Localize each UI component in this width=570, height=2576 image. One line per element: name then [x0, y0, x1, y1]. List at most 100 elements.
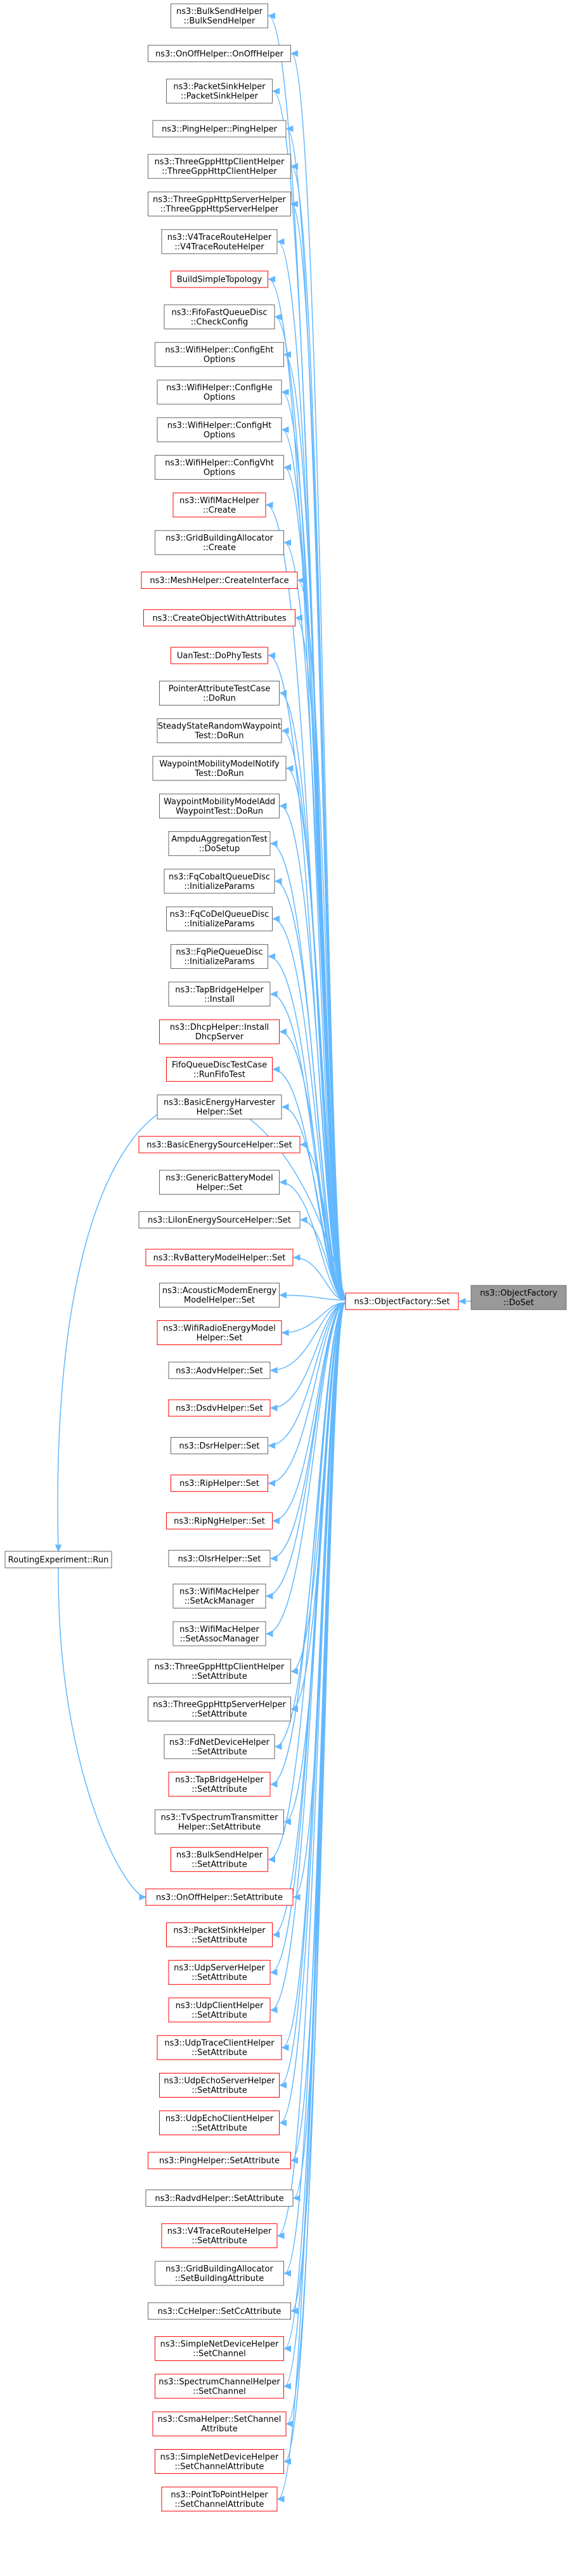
caller-node-20-label: WaypointMobilityModelNotify	[159, 759, 280, 769]
caller-node-8[interactable]: ns3::FifoFastQueueDisc::CheckConfig	[164, 304, 275, 329]
caller-node-40[interactable]: ns3::RipNgHelper::Set	[166, 1512, 273, 1530]
caller-node-65[interactable]: ns3::SimpleNetDeviceHelper::SetChannelAt…	[155, 2449, 284, 2474]
caller-node-62[interactable]: ns3::SimpleNetDeviceHelper::SetChannel	[155, 2336, 284, 2362]
caller-node-4-box	[148, 154, 291, 179]
caller-node-17[interactable]: UanTest::DoPhyTests	[171, 647, 268, 664]
edge-hub-to-caller-37-arrowhead	[269, 1404, 278, 1412]
caller-node-0[interactable]: ns3::BulkSendHelper::BulkSendHelper	[171, 3, 268, 29]
hub-node[interactable]: ns3::ObjectFactory::Set	[345, 1292, 459, 1310]
caller-node-38-label: ns3::DsrHelper::Set	[179, 1442, 259, 1451]
caller-node-41[interactable]: ns3::OlsrHelper::Set	[168, 1549, 271, 1567]
caller-node-43[interactable]: ns3::WifiMacHelper::SetAssocManager	[172, 1621, 266, 1646]
caller-node-50[interactable]: ns3::OnOffHelper::SetAttribute	[145, 1888, 294, 1906]
edge-hub-to-caller-46-arrowhead	[274, 1743, 282, 1751]
caller-node-3[interactable]: ns3::PingHelper::PingHelper	[152, 120, 287, 138]
caller-node-15[interactable]: ns3::MeshHelper::CreateInterface	[141, 572, 298, 589]
caller-node-57[interactable]: ns3::PingHelper::SetAttribute	[148, 2152, 291, 2169]
caller-node-48[interactable]: ns3::TvSpectrumTransmitterHelper::SetAtt…	[155, 1809, 284, 1834]
caller-node-33[interactable]: ns3::RvBatteryModelHelper::Set	[145, 1249, 294, 1266]
caller-node-47[interactable]: ns3::TapBridgeHelper::SetAttribute	[168, 1771, 271, 1797]
caller-node-56[interactable]: ns3::UdpEchoClientHelper::SetAttribute	[159, 2110, 280, 2136]
caller-node-23-label: ::InitializeParams	[184, 882, 254, 891]
caller-node-4[interactable]: ns3::ThreeGppHttpClientHelper::ThreeGppH…	[148, 154, 291, 179]
edge-hub-to-caller-26	[270, 994, 346, 1301]
caller-node-18[interactable]: PointerAttributeTestCase::DoRun	[159, 680, 280, 706]
caller-node-1[interactable]: ns3::OnOffHelper::OnOffHelper	[148, 44, 291, 62]
caller-node-41-box	[168, 1549, 271, 1567]
edge-hub-to-caller-64	[286, 1302, 346, 2424]
edge-hub-to-caller-7-arrowhead	[268, 275, 275, 283]
caller-node-45[interactable]: ns3::ThreeGppHttpServerHelper::SetAttrib…	[148, 1697, 291, 1721]
caller-node-59[interactable]: ns3::V4TraceRouteHelper::SetAttribute	[161, 2223, 278, 2249]
caller-node-51[interactable]: ns3::PacketSinkHelper::SetAttribute	[166, 1922, 273, 1947]
edge-hub-to-caller-30-arrowhead	[299, 1141, 308, 1148]
caller-node-66-label: ::SetChannelAttribute	[175, 2500, 264, 2509]
caller-node-6[interactable]: ns3::V4TraceRouteHelper::V4TraceRouteHel…	[161, 229, 278, 254]
caller-node-37[interactable]: ns3::DsdvHelper::Set	[168, 1399, 271, 1417]
caller-node-51-label: ns3::PacketSinkHelper	[173, 1926, 266, 1935]
caller-node-55[interactable]: ns3::UdpEchoServerHelper::SetAttribute	[159, 2073, 280, 2098]
caller-node-25[interactable]: ns3::FqPieQueueDisc::InitializeParams	[171, 944, 268, 969]
caller-node-49[interactable]: ns3::BulkSendHelper::SetAttribute	[171, 1847, 268, 1872]
caller-node-58[interactable]: ns3::RadvdHelper::SetAttribute	[145, 2189, 294, 2207]
caller-node-61-box	[148, 2302, 291, 2320]
caller-node-14[interactable]: ns3::GridBuildingAllocator::Create	[155, 530, 284, 555]
caller-node-24[interactable]: ns3::FqCoDelQueueDisc::InitializeParams	[166, 906, 273, 931]
caller-node-8-box	[164, 304, 275, 329]
caller-node-52[interactable]: ns3::UdpServerHelper::SetAttribute	[168, 1960, 271, 1985]
target-node[interactable]: ns3::ObjectFactory::DoSet	[470, 1285, 567, 1310]
edge-hub-to-caller-15-arrowhead	[297, 577, 305, 584]
caller-node-28[interactable]: FifoQueueDiscTestCase::RunFifoTest	[166, 1056, 273, 1082]
caller-node-13[interactable]: ns3::WifiMacHelper::Create	[172, 492, 266, 518]
caller-node-54[interactable]: ns3::UdpTraceClientHelper::SetAttribute	[157, 2035, 282, 2060]
caller-node-61[interactable]: ns3::CcHelper::SetCcAttribute	[148, 2302, 291, 2320]
caller-node-0-label: ns3::BulkSendHelper	[176, 7, 263, 16]
target-node-label: ns3::ObjectFactory	[480, 1289, 557, 1298]
caller-node-44[interactable]: ns3::ThreeGppHttpClientHelper::SetAttrib…	[148, 1659, 291, 1684]
edge-hub-to-caller-31-arrowhead	[279, 1179, 287, 1186]
edge-hub-to-caller-2-arrowhead	[272, 88, 280, 95]
caller-node-32[interactable]: ns3::LiIonEnergySourceHelper::Set	[138, 1211, 301, 1229]
edge-hub-to-caller-3-arrowhead	[285, 125, 294, 133]
caller-node-36[interactable]: ns3::AodvHelper::Set	[168, 1362, 271, 1379]
caller-node-39[interactable]: ns3::RipHelper::Set	[171, 1475, 268, 1492]
caller-node-46[interactable]: ns3::FdNetDeviceHelper::SetAttribute	[164, 1734, 275, 1759]
edge-hub-to-caller-52-arrowhead	[269, 1969, 278, 1976]
caller-node-41-label: ns3::OlsrHelper::Set	[178, 1554, 261, 1564]
caller-node-16[interactable]: ns3::CreateObjectWithAttributes	[143, 609, 295, 627]
caller-node-22[interactable]: AmpduAggregationTest::DoSetup	[168, 831, 271, 857]
caller-node-2-label: ns3::PacketSinkHelper	[173, 82, 266, 92]
caller-node-30[interactable]: ns3::BasicEnergySourceHelper::Set	[138, 1136, 301, 1153]
caller-node-26[interactable]: ns3::TapBridgeHelper::Install	[168, 982, 271, 1007]
caller-node-66[interactable]: ns3::PointToPointHelper::SetChannelAttri…	[161, 2487, 278, 2512]
edge-hub-to-caller-11	[282, 429, 346, 1301]
caller-node-60[interactable]: ns3::GridBuildingAllocator::SetBuildingA…	[155, 2261, 284, 2286]
caller-node-2[interactable]: ns3::PacketSinkHelper::PacketSinkHelper	[166, 79, 273, 104]
caller-node-23[interactable]: ns3::FqCobaltQueueDisc::InitializeParams	[164, 869, 275, 894]
caller-node-64[interactable]: ns3::CsmaHelper::SetChannelAttribute	[152, 2411, 287, 2436]
caller-node-53[interactable]: ns3::UdpClientHelper::SetAttribute	[168, 1997, 271, 2023]
edge-hub-to-caller-35-arrowhead	[281, 1329, 289, 1336]
left-node[interactable]: RoutingExperiment::Run	[4, 1551, 112, 1568]
caller-node-9-label: ns3::WifiHelper::ConfigEht	[165, 346, 273, 355]
caller-node-5[interactable]: ns3::ThreeGppHttpServerHelper::ThreeGppH…	[148, 192, 291, 216]
caller-node-9-box	[155, 342, 284, 367]
caller-node-7[interactable]: BuildSimpleTopology	[171, 270, 268, 288]
caller-node-42[interactable]: ns3::WifiMacHelper::SetAckManager	[172, 1584, 266, 1609]
caller-node-4-label: ::ThreeGppHttpClientHelper	[162, 167, 277, 176]
caller-node-21[interactable]: WaypointMobilityModelAddWaypointTest::Do…	[159, 793, 280, 818]
caller-node-55-box	[159, 2073, 280, 2098]
caller-node-38[interactable]: ns3::DsrHelper::Set	[171, 1436, 268, 1454]
caller-node-63[interactable]: ns3::SpectrumChannelHelper::SetChannel	[155, 2374, 284, 2399]
